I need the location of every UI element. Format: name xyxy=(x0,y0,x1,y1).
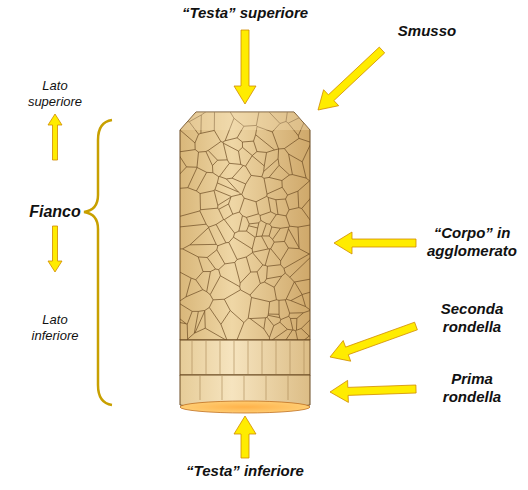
grain-line xyxy=(206,341,207,374)
pointer-arrow xyxy=(234,416,256,458)
part-label: Smusso xyxy=(382,22,472,40)
pointer-arrow xyxy=(330,380,416,402)
part-label: Fianco xyxy=(10,202,100,221)
pointer-arrow xyxy=(48,226,62,272)
grain-line xyxy=(234,341,235,374)
pointer-arrows xyxy=(48,30,417,458)
bottom-face xyxy=(180,401,310,413)
grain-line xyxy=(288,376,289,400)
part-label: “Testa” superiore xyxy=(160,4,330,22)
pointer-arrow xyxy=(330,322,417,361)
pointer-arrow xyxy=(334,232,416,254)
disk-grain xyxy=(192,341,304,400)
part-label: Lato superiore xyxy=(20,78,90,109)
part-label: “Corpo” in agglomerato xyxy=(420,224,524,260)
agglomerate-texture xyxy=(176,104,314,342)
part-label: “Testa” inferiore xyxy=(160,462,330,480)
grain-line xyxy=(304,341,305,374)
grain-line xyxy=(290,341,291,374)
part-label: Prima rondella xyxy=(420,370,524,406)
pointer-arrow xyxy=(234,30,256,104)
grain-line xyxy=(244,376,245,400)
part-label: Seconda rondella xyxy=(420,300,524,336)
grain-line xyxy=(262,341,263,374)
grain-line xyxy=(200,376,201,400)
part-label: Lato inferiore xyxy=(20,312,90,343)
grain-line xyxy=(248,341,249,374)
grain-line xyxy=(220,341,221,374)
grain-line xyxy=(192,341,193,374)
grain-line xyxy=(222,376,223,400)
flank-brace xyxy=(84,120,112,405)
grain-line xyxy=(276,341,277,374)
second-disk xyxy=(180,340,310,375)
cork-stopper xyxy=(176,104,314,413)
grain-line xyxy=(266,376,267,400)
pointer-arrow xyxy=(318,47,385,110)
pointer-arrow xyxy=(48,114,62,160)
chamfer xyxy=(180,112,310,130)
